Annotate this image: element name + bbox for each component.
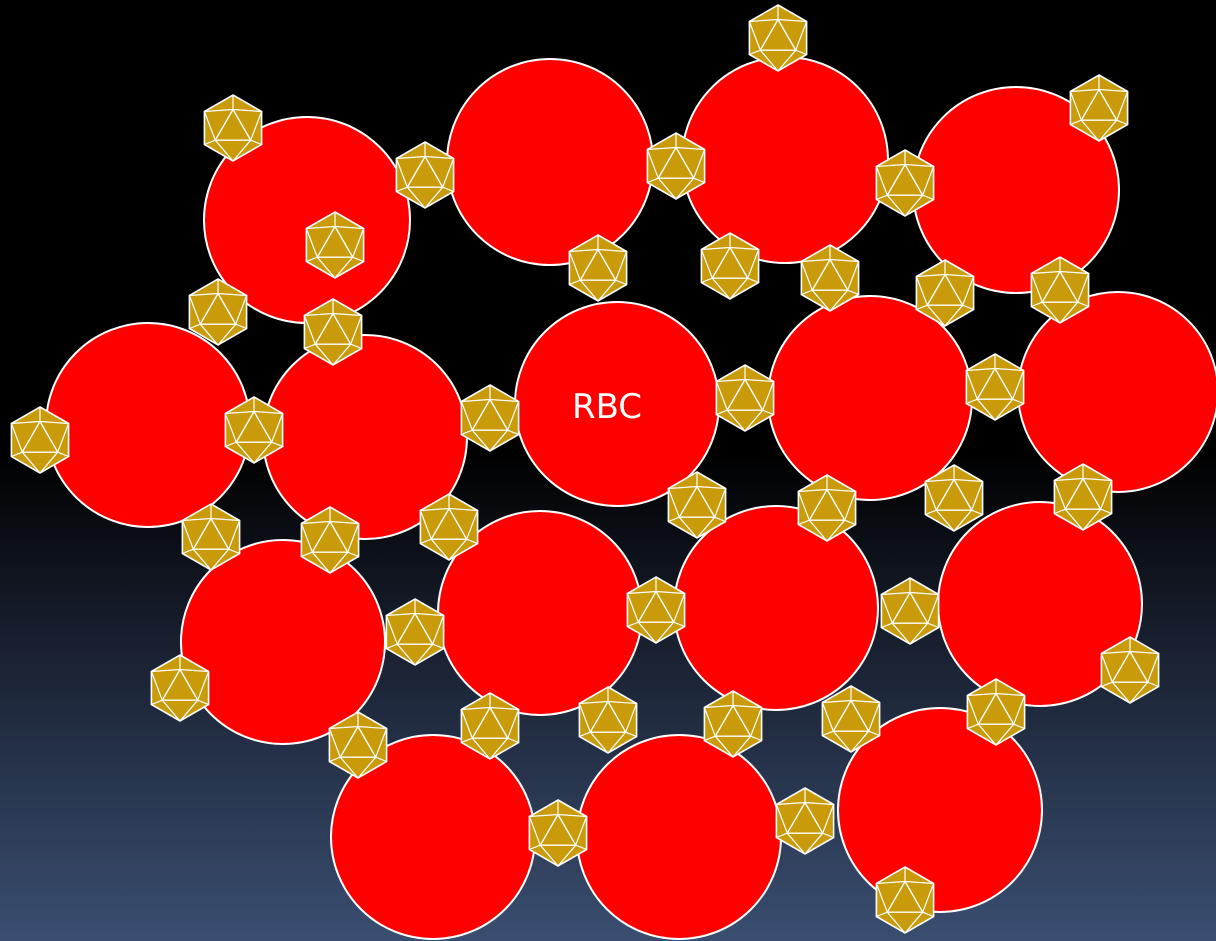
icosahedron-icon [924, 464, 984, 532]
icosahedron-icon [300, 506, 360, 574]
rbc-cell [180, 539, 386, 745]
icosahedron-icon [965, 353, 1025, 421]
icosahedron-icon [528, 799, 588, 867]
icosahedron-icon [419, 493, 479, 561]
icosahedron-icon [460, 384, 520, 452]
icosahedron-icon [700, 232, 760, 300]
icosahedron-icon [821, 685, 881, 753]
rbc-cell [837, 707, 1043, 913]
icosahedron-icon [800, 244, 860, 312]
icosahedron-icon [385, 598, 445, 666]
icosahedron-icon [667, 471, 727, 539]
icosahedron-icon [775, 787, 835, 855]
icosahedron-icon [578, 686, 638, 754]
rbc-cell [673, 505, 879, 711]
icosahedron-icon [328, 711, 388, 779]
rbc-label: RBC [572, 387, 642, 427]
icosahedron-icon [915, 259, 975, 327]
rbc-cell [576, 734, 782, 940]
icosahedron-icon [646, 132, 706, 200]
particle-layer [10, 4, 1160, 934]
icosahedron-icon [797, 474, 857, 542]
icosahedron-icon [460, 692, 520, 760]
icosahedron-icon [748, 4, 808, 72]
rbc-cell [446, 58, 654, 266]
icosahedron-icon [303, 298, 363, 366]
rbc-cell [1017, 291, 1216, 493]
icosahedron-icon [188, 278, 248, 346]
icosahedron-icon [880, 577, 940, 645]
icosahedron-icon [305, 211, 365, 279]
icosahedron-icon [1030, 256, 1090, 324]
rbc-layer [45, 56, 1216, 940]
icosahedron-icon [1069, 74, 1129, 142]
icosahedron-icon [875, 149, 935, 217]
icosahedron-icon [203, 94, 263, 162]
icosahedron-icon [395, 141, 455, 209]
icosahedron-icon [10, 406, 70, 474]
icosahedron-icon [715, 364, 775, 432]
rbc-cell [45, 322, 251, 528]
icosahedron-icon [1100, 636, 1160, 704]
icosahedron-icon [875, 866, 935, 934]
icosahedron-icon [181, 503, 241, 571]
rbc-cell [681, 56, 889, 264]
icosahedron-icon [1053, 463, 1113, 531]
rbc-cell [767, 295, 973, 501]
icosahedron-icon [626, 576, 686, 644]
icosahedron-icon [966, 678, 1026, 746]
icosahedron-icon [568, 234, 628, 302]
icosahedron-icon [703, 690, 763, 758]
icosahedron-icon [150, 654, 210, 722]
icosahedron-icon [224, 396, 284, 464]
